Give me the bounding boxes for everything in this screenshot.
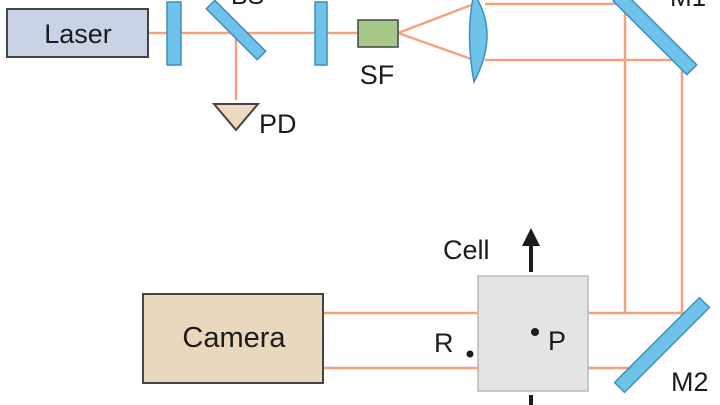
mirror-m1: [612, 0, 698, 76]
camera-box: [142, 293, 324, 384]
mirror-m2: [613, 296, 711, 394]
p-label: P: [548, 326, 566, 356]
cell-motion-arrow-up: [522, 228, 540, 272]
laser-label: Laser: [44, 19, 112, 49]
beam-paths: [148, 2, 695, 370]
beam-cone-lower: [397, 31, 475, 62]
point-r-dot: [466, 350, 474, 358]
photodetector-triangle: [211, 103, 261, 132]
cell-arrow-head: [522, 228, 540, 246]
beam-splitter-plate: [205, 0, 267, 61]
m1-label: M1: [670, 0, 706, 12]
mirror-m1-plate: [612, 0, 698, 76]
r-label: R: [434, 328, 454, 358]
waveplate-2: [314, 1, 328, 66]
camera-label: Camera: [182, 322, 286, 354]
mirror-m2-plate: [613, 296, 711, 394]
spatial-filter-box: [357, 19, 399, 48]
beam-cone-upper: [397, 2, 475, 35]
m2-label: M2: [671, 367, 709, 397]
collimating-lens: [468, 0, 488, 85]
pd-label: PD: [259, 109, 297, 139]
bs-label: BS: [231, 0, 264, 10]
waveplate-1: [166, 1, 182, 66]
sf-label: SF: [360, 60, 395, 90]
point-p-dot: [531, 328, 539, 336]
beam-splitter: [205, 0, 267, 61]
cell-label: Cell: [443, 235, 490, 265]
laser-box: [6, 8, 149, 58]
